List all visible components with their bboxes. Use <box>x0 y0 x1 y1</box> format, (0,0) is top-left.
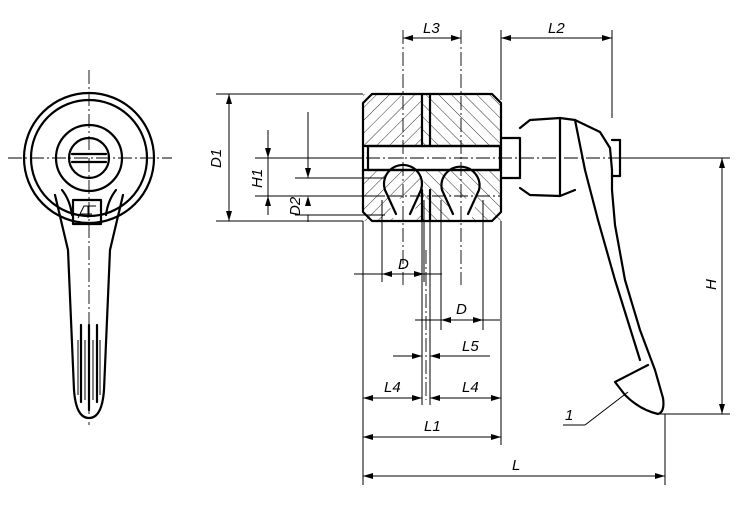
front-view <box>8 70 172 425</box>
dimensions <box>216 30 730 485</box>
label-L5: L5 <box>462 338 479 355</box>
label-H: H <box>703 279 720 290</box>
section-view <box>300 30 665 416</box>
label-D-lower: D <box>456 301 467 318</box>
label-L3: L3 <box>423 20 440 37</box>
label-D1: D1 <box>208 149 225 168</box>
label-L: L <box>512 457 520 474</box>
label-L1: L1 <box>424 418 441 435</box>
label-D-upper: D <box>398 256 409 273</box>
dimension-labels: L3 L2 D1 H1 D2 D D L5 L4 L4 L1 L H 1 <box>208 20 720 474</box>
label-L2: L2 <box>548 20 565 37</box>
label-L4-right: L4 <box>462 379 479 396</box>
label-part-1: 1 <box>565 407 573 424</box>
label-D2: D2 <box>287 196 304 216</box>
label-L4-left: L4 <box>384 379 401 396</box>
label-H1: H1 <box>249 169 266 188</box>
